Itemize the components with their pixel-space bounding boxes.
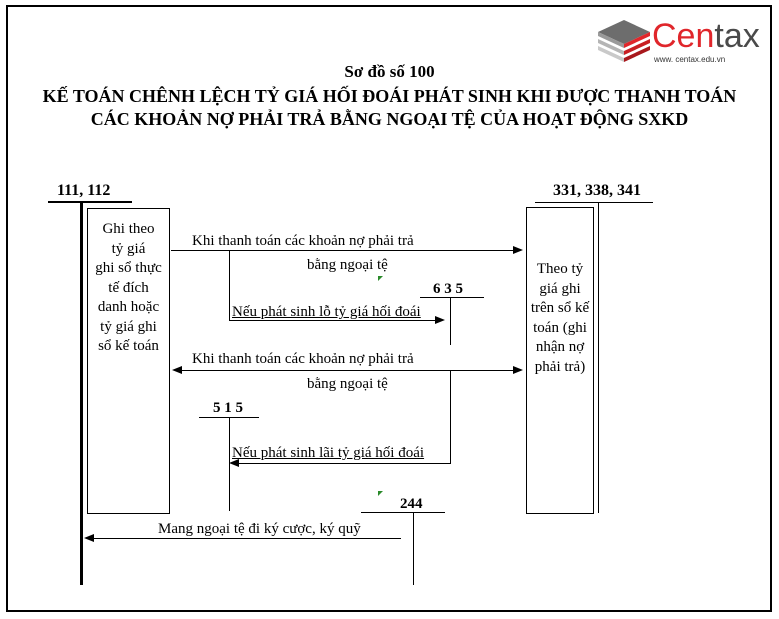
deposit-flow-line	[93, 538, 401, 539]
left-note-box	[87, 208, 170, 514]
account-331-338-341-label: 331, 338, 341	[553, 182, 641, 199]
diagram-subtitle: Sơ đồ số 100	[344, 62, 435, 81]
diagram-title-line2: CÁC KHOẢN NỢ PHẢI TRẢ BẰNG NGOẠI TỆ CỦA …	[90, 109, 689, 129]
loss-flow-line	[229, 320, 436, 321]
diagram-title-line1: KẾ TOÁN CHÊNH LỆCH TỶ GIÁ HỐI ĐOÁI PHÁT …	[42, 86, 737, 106]
account-331-338-341-top-line	[535, 202, 653, 203]
account-635-top-line	[420, 297, 484, 298]
diagram-frame	[6, 5, 772, 612]
left-note-line: tỷ giá	[111, 240, 146, 257]
right-note-line: giá ghi	[539, 280, 581, 297]
account-635-vertical-line	[450, 297, 451, 345]
account-111-112-vertical-line	[80, 201, 83, 585]
left-note-line: danh hoặc	[97, 299, 160, 315]
payment-flow-1-line	[171, 250, 514, 251]
payment-flow-2-label-line2: bằng ngoại tệ	[307, 376, 388, 392]
comment-marker-icon	[378, 276, 383, 281]
arrow-right-icon	[513, 246, 523, 254]
arrow-left-icon	[84, 534, 94, 542]
payment-flow-2-label-line1: Khi thanh toán các khoản nợ phải trả	[192, 351, 414, 367]
comment-marker-icon	[378, 491, 383, 496]
account-111-112-label: 111, 112	[57, 182, 111, 199]
left-note-line: Ghi theo	[102, 221, 155, 237]
arrow-left-icon	[229, 459, 239, 467]
gain-flow-line	[238, 463, 451, 464]
account-244-label: 244	[400, 496, 423, 512]
account-244-vertical-line	[413, 512, 414, 585]
loss-flow-label: Nếu phát sinh lỗ tỷ giá hối đoái	[232, 304, 421, 320]
logo-brand-prefix: Cen	[652, 17, 715, 55]
logo-brand-suffix: tax	[714, 17, 760, 55]
right-note-text: Theo tỷ giá ghi trên sổ kế toán (ghi nhậ…	[526, 260, 594, 377]
gain-flow-label: Nếu phát sinh lãi tỷ giá hối đoái	[232, 445, 425, 461]
arrow-left-icon	[172, 366, 182, 374]
payment-flow-1-label-line1: Khi thanh toán các khoản nợ phải trả	[192, 233, 414, 249]
left-note-line: ghi sổ thực	[95, 260, 162, 276]
account-244-top-line	[361, 512, 445, 513]
left-note-line: tế đích	[108, 279, 149, 296]
left-note-text: Ghi theo tỷ giá ghi sổ thực tế đích danh…	[87, 220, 170, 357]
arrow-right-icon	[513, 366, 523, 374]
centax-logo: Centax www. centax.edu.vn	[594, 16, 770, 68]
deposit-flow-label: Mang ngoại tệ đi ký cược, ký quỹ	[158, 521, 361, 537]
gain-branch-vertical-line	[450, 371, 451, 463]
payment-flow-1-label-line2: bằng ngoại tệ	[307, 257, 388, 273]
right-note-line: nhận nợ	[535, 339, 585, 355]
loss-branch-vertical-line	[229, 250, 230, 320]
right-note-line: Theo tỷ	[536, 261, 584, 277]
arrow-right-icon	[435, 316, 445, 324]
cube-logo-icon	[598, 20, 650, 62]
logo-url: www. centax.edu.vn	[654, 55, 726, 64]
account-111-112-top-line	[48, 201, 132, 203]
right-note-line: toán (ghi	[533, 319, 587, 336]
right-note-box	[526, 207, 594, 514]
account-635-label: 6 3 5	[433, 281, 463, 297]
account-331-338-341-vertical-line	[598, 202, 599, 513]
payment-flow-2-line	[180, 370, 514, 371]
left-note-line: sổ kế toán	[98, 338, 159, 354]
right-note-line: trên sổ kế	[530, 300, 590, 316]
logo-wordmark: Centax	[652, 16, 760, 56]
right-note-line: phải trả)	[534, 358, 586, 375]
left-note-line: tỷ giá ghi	[100, 318, 157, 335]
account-515-vertical-line	[229, 417, 230, 511]
account-515-label: 5 1 5	[213, 400, 243, 416]
